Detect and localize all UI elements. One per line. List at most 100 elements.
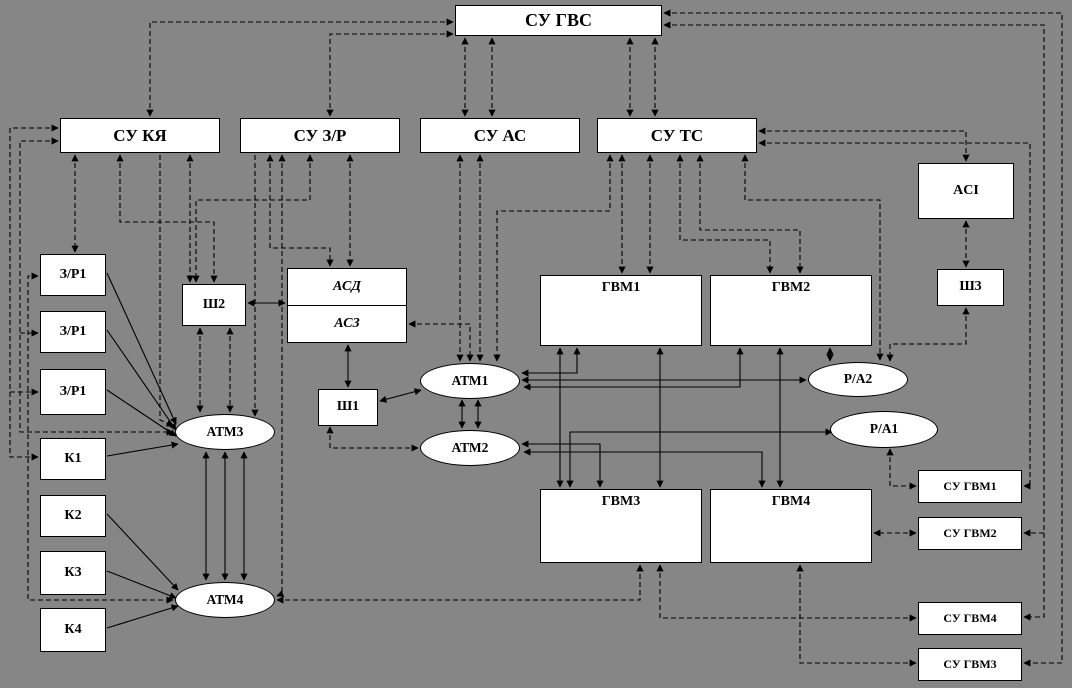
node-k1: К1 bbox=[40, 438, 106, 480]
node-gvm2: ГВМ2 bbox=[710, 275, 872, 346]
node-su-zr: СУ З/Р bbox=[240, 118, 400, 153]
connector-line bbox=[192, 154, 314, 283]
connector-line bbox=[796, 564, 917, 667]
node-label: СУ АС bbox=[473, 125, 527, 145]
connector-line bbox=[106, 570, 177, 599]
node-su-as: СУ АС bbox=[420, 118, 580, 153]
node-zr1-2: З/Р1 bbox=[40, 311, 106, 353]
node-atm1: АТМ1 bbox=[420, 363, 520, 399]
connector-line bbox=[566, 428, 833, 488]
connector-line bbox=[276, 564, 644, 604]
node-su-gvm3: СУ ГВМ3 bbox=[918, 648, 1022, 681]
connector-line bbox=[27, 272, 174, 604]
node-atm4: АТМ4 bbox=[175, 582, 275, 618]
node-label: СУ ГВС bbox=[525, 10, 592, 31]
node-label: ГВМ4 bbox=[771, 494, 811, 509]
node-label: СУ ГВМ1 bbox=[943, 479, 997, 494]
connector-line bbox=[493, 154, 614, 362]
connector-line bbox=[159, 155, 174, 427]
connector-line bbox=[106, 329, 177, 431]
connector-line bbox=[106, 441, 179, 457]
node-sh3: Ш3 bbox=[937, 269, 1004, 306]
connector-line bbox=[886, 307, 970, 362]
connector-line bbox=[276, 154, 286, 597]
node-gvm1: ГВМ1 bbox=[540, 275, 702, 346]
node-label: ГВМ1 bbox=[601, 280, 641, 295]
node-label: ACI bbox=[953, 182, 979, 198]
connector-line bbox=[106, 389, 177, 437]
connector-line bbox=[676, 154, 774, 274]
connector-line bbox=[266, 154, 334, 267]
connector-line bbox=[326, 30, 454, 117]
node-label: З/Р1 bbox=[59, 266, 87, 282]
node-label: АТМ2 bbox=[451, 439, 489, 455]
connector-line bbox=[741, 154, 884, 361]
connector-line bbox=[116, 154, 218, 283]
node-aci: ACI bbox=[918, 163, 1014, 219]
node-asz: АСЗ bbox=[287, 305, 407, 343]
connector-line bbox=[521, 440, 604, 488]
node-su-kya: СУ КЯ bbox=[60, 118, 220, 153]
node-label: Р/А2 bbox=[843, 371, 873, 387]
connector-line bbox=[106, 604, 179, 629]
connector-line bbox=[106, 513, 179, 591]
connector-line bbox=[326, 426, 419, 452]
node-gvm3: ГВМ3 bbox=[540, 489, 702, 563]
node-label: З/Р1 bbox=[59, 383, 87, 399]
node-label: ГВМ3 bbox=[601, 494, 641, 509]
node-label: АСЗ bbox=[334, 315, 360, 331]
node-label: АТМ3 bbox=[206, 423, 244, 439]
node-su-gvs: СУ ГВС bbox=[455, 5, 662, 36]
node-zr1-3: З/Р1 bbox=[40, 369, 106, 415]
node-ra2: Р/А2 bbox=[808, 362, 908, 397]
connector-line bbox=[19, 137, 174, 436]
node-sh1: Ш1 bbox=[318, 389, 378, 426]
node-label: К1 bbox=[64, 450, 82, 466]
node-label: ГВМ2 bbox=[771, 280, 811, 295]
connector-line bbox=[146, 18, 454, 117]
node-label: К3 bbox=[64, 564, 82, 580]
connector-line bbox=[523, 347, 744, 391]
node-atm2: АТМ2 bbox=[420, 430, 520, 466]
node-su-gvm4: СУ ГВМ4 bbox=[918, 602, 1022, 635]
connector-line bbox=[758, 139, 1031, 490]
node-sh2: Ш2 bbox=[182, 284, 246, 326]
connector-line bbox=[663, 21, 1045, 621]
connector-line bbox=[886, 448, 917, 490]
node-label: СУ ТС bbox=[650, 125, 704, 145]
node-su-gvm2: СУ ГВМ2 bbox=[918, 517, 1022, 550]
node-label: СУ КЯ bbox=[113, 125, 167, 145]
node-k2: К2 bbox=[40, 495, 106, 537]
node-gvm4: ГВМ4 bbox=[710, 489, 872, 563]
node-asd: АСД bbox=[287, 268, 407, 306]
connector-line bbox=[758, 127, 970, 162]
node-label: Ш3 bbox=[959, 279, 982, 295]
node-label: СУ З/Р bbox=[293, 125, 347, 145]
node-label: СУ ГВМ4 bbox=[943, 611, 997, 626]
node-k3: К3 bbox=[40, 551, 106, 595]
node-su-ts: СУ ТС bbox=[597, 118, 757, 153]
node-label: СУ ГВМ2 bbox=[943, 526, 997, 541]
node-ra1: Р/А1 bbox=[830, 411, 938, 448]
node-label: К4 bbox=[64, 621, 82, 637]
connector-line bbox=[106, 272, 177, 425]
node-label: АТМ1 bbox=[451, 372, 489, 388]
node-label: Ш1 bbox=[336, 399, 360, 415]
node-k4: К4 bbox=[40, 608, 106, 652]
connector-line bbox=[9, 124, 59, 461]
node-label: АТМ4 bbox=[206, 591, 244, 607]
node-label: АСД bbox=[333, 278, 361, 294]
connector-line bbox=[696, 154, 804, 274]
connector-line bbox=[379, 388, 422, 403]
node-label: Ш2 bbox=[202, 296, 226, 312]
connector-line bbox=[663, 9, 1063, 667]
connector-line bbox=[521, 347, 581, 377]
node-su-gvm1: СУ ГВМ1 bbox=[918, 470, 1022, 503]
node-zr1-1: З/Р1 bbox=[40, 254, 106, 296]
connector-line bbox=[656, 564, 917, 622]
node-label: Р/А1 bbox=[869, 421, 899, 437]
connector-line bbox=[408, 320, 474, 362]
node-label: СУ ГВМ3 bbox=[943, 657, 997, 672]
